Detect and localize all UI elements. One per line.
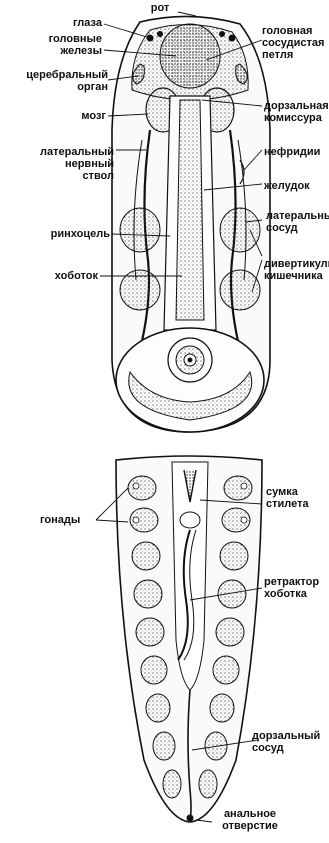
- label-lateral-nerve-trunk: латеральный нервный ствол: [2, 146, 114, 182]
- label-brain: мозг: [2, 110, 106, 122]
- label-rhynchocoel: ринхоцель: [2, 228, 110, 240]
- label-gut-diverticula: дивертикулы кишечника: [264, 258, 329, 282]
- anterior-section: [112, 16, 270, 432]
- label-gonads: гонады: [40, 514, 80, 526]
- label-lateral-vessel: латеральный сосуд: [266, 210, 329, 234]
- label-mouth: рот: [140, 2, 180, 14]
- label-stomach: желудок: [264, 180, 310, 192]
- label-dorsal-vessel: дорзальный сосуд: [252, 730, 320, 754]
- label-stylet-sac: сумка стилета: [266, 486, 309, 510]
- label-eyes: глаза: [2, 17, 102, 29]
- label-head-vascular-loop: головная сосудистая петля: [262, 25, 324, 61]
- label-proboscis: хоботок: [2, 270, 98, 282]
- posterior-section: [116, 456, 262, 822]
- label-proboscis-retractor: ретрактор хоботка: [264, 576, 319, 600]
- label-anus: анальное отверстие: [210, 808, 290, 832]
- label-dorsal-commissure: дорзальная комиссура: [264, 100, 329, 124]
- label-nephridia: нефридии: [264, 146, 320, 158]
- label-head-glands: головные железы: [2, 33, 102, 57]
- label-cerebral-organ: церебральный орган: [0, 69, 108, 93]
